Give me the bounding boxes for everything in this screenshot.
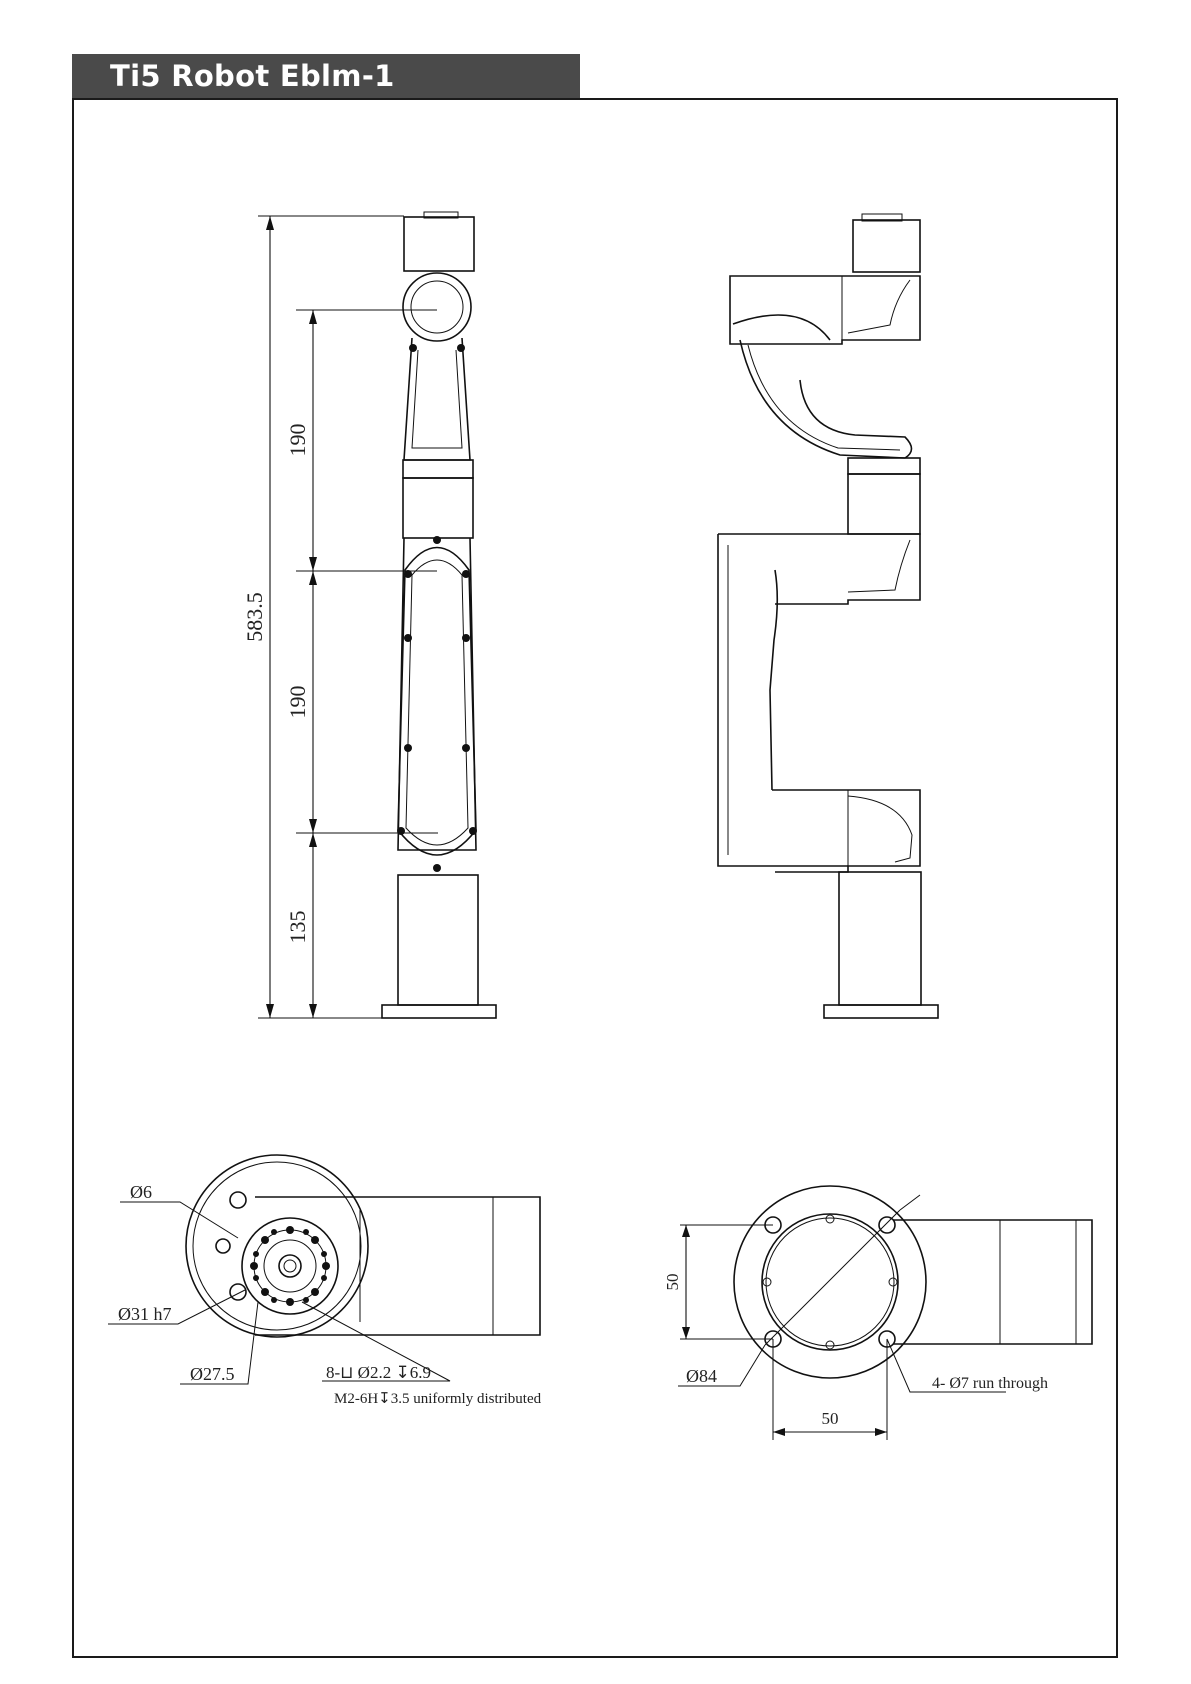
label-dia-84: Ø84 <box>686 1366 717 1386</box>
dim-base-135: 135 <box>285 911 310 944</box>
label-4-holes-dia-7: 4- Ø7 run through <box>932 1375 1048 1392</box>
dim-total-583-5: 583.5 <box>242 592 267 642</box>
page-title: Ti5 Robot Eblm-1 <box>110 59 395 93</box>
dim-upper-190: 190 <box>285 424 310 457</box>
label-dia-6: Ø6 <box>130 1182 152 1202</box>
label-thread-spec: M2-6H↧3.5 uniformly distributed <box>334 1391 542 1407</box>
bolt-holes-pattern <box>250 1226 330 1306</box>
label-holes-spec: 8-⊔ Ø2.2 ↧6.9 <box>326 1363 431 1382</box>
dim-middle-190: 190 <box>285 686 310 719</box>
label-dia-27-5: Ø27.5 <box>190 1364 235 1384</box>
dim-vertical-50: 50 <box>663 1274 682 1291</box>
side-elevation-view <box>717 213 939 1019</box>
top-view-flange: Ø6 Ø31 h7 Ø27.5 8-⊔ Ø2.2 ↧6.9 M2-6H↧3.5 … <box>108 1154 542 1407</box>
base-view-flange: 50 50 Ø84 4- Ø7 run through <box>663 1185 1093 1440</box>
label-dia-31-h7: Ø31 h7 <box>118 1304 172 1324</box>
front-elevation-view: 583.5 190 190 135 <box>242 211 497 1019</box>
title-bar: Ti5 Robot Eblm-1 <box>72 54 580 99</box>
drawing-frame <box>72 98 1118 1658</box>
dim-horizontal-50: 50 <box>822 1409 839 1428</box>
